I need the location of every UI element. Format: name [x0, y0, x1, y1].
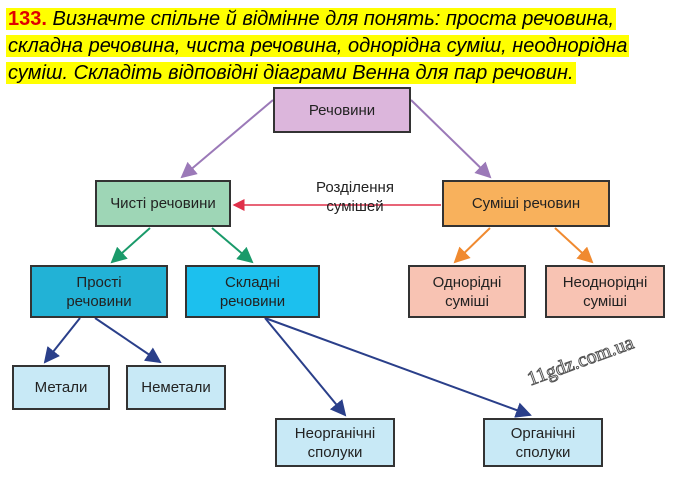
- node-inorganic-compounds: Неорганічні сполуки: [275, 418, 395, 467]
- arrow-pure-complex: [211, 227, 254, 264]
- node-mixtures: Суміші речовин: [442, 180, 610, 227]
- node-complex-substances: Складні речовини: [185, 265, 320, 318]
- arrow-root-pure: [180, 99, 274, 179]
- arrow-simple-nonmetals: [94, 317, 162, 364]
- separation-label: Розділення сумішей: [316, 179, 394, 215]
- arrow-complex-inorganic: [264, 317, 347, 417]
- arrow-complex-organic: [264, 317, 532, 418]
- node-simple-substances: Прості речовини: [30, 265, 168, 318]
- task-text: 133. Визначте спільне й відмінне для пон…: [6, 6, 689, 87]
- node-nonmetals: Неметали: [126, 365, 226, 410]
- arrow-mix-homogeneous: [453, 227, 491, 264]
- node-substances: Речовини: [273, 87, 411, 133]
- arrow-root-mixtures: [410, 99, 492, 179]
- arrow-simple-metals: [43, 317, 81, 364]
- arrow-mix-heterogeneous: [554, 227, 594, 264]
- node-homogeneous-mixtures: Однорідні суміші: [408, 265, 526, 318]
- node-metals: Метали: [12, 365, 110, 410]
- task-body: Визначте спільне й відмінне для понять: …: [8, 8, 628, 84]
- node-pure-substances: Чисті речовини: [95, 180, 231, 227]
- arrow-pure-simple: [110, 227, 151, 264]
- task-number: 133.: [8, 8, 47, 30]
- node-heterogeneous-mixtures: Неоднорідні суміші: [545, 265, 665, 318]
- node-organic-compounds: Органічні сполуки: [483, 418, 603, 467]
